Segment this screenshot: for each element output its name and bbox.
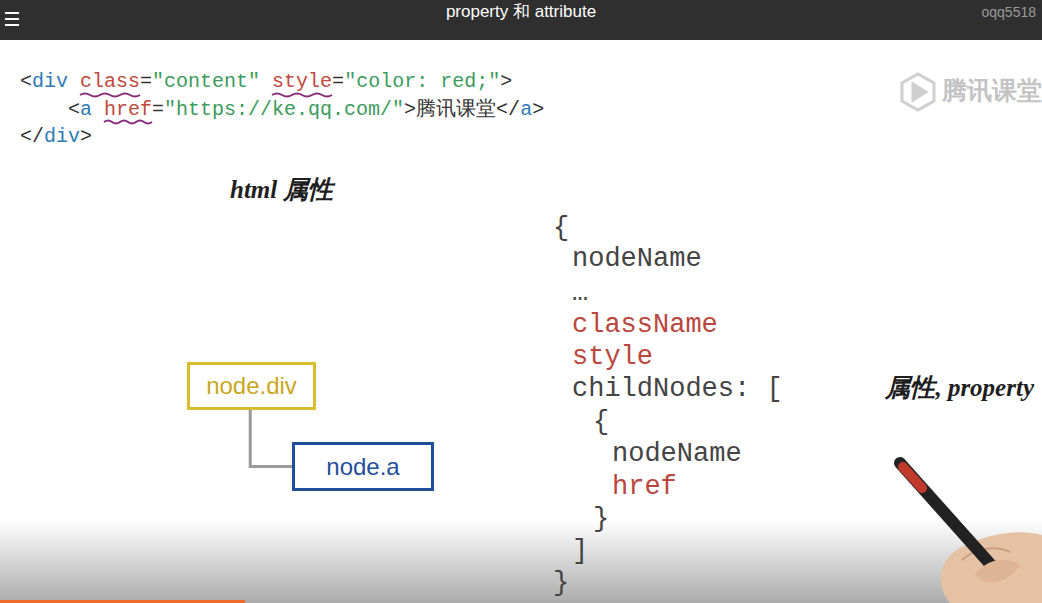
watermark-logo xyxy=(902,74,934,110)
tree-node-box: node.div xyxy=(187,362,316,410)
object-line: nodeName xyxy=(572,243,702,275)
object-line: } xyxy=(593,503,609,535)
code-line: </div> xyxy=(20,123,92,150)
object-line: { xyxy=(553,212,569,244)
object-line: childNodes: [ xyxy=(572,373,783,405)
object-line: href xyxy=(612,471,677,503)
node-label: node.div xyxy=(206,372,297,400)
object-line: nodeName xyxy=(612,438,742,470)
watermark: 腾讯课堂 xyxy=(942,76,1042,106)
menu-icon xyxy=(2,0,26,40)
code-token: = xyxy=(152,98,164,121)
code-token: href xyxy=(92,98,152,121)
code-token: a xyxy=(520,98,532,121)
code-token: class xyxy=(68,70,140,93)
code-token: = xyxy=(332,70,344,93)
object-line: } xyxy=(553,567,569,599)
code-token: = xyxy=(140,70,152,93)
code-token: < xyxy=(68,98,80,121)
handwritten-note: 属性, property xyxy=(885,372,1034,404)
code-line: <div class="content" style="color: red;"… xyxy=(20,68,512,95)
object-line: … xyxy=(572,277,588,309)
code-token: > xyxy=(80,125,92,148)
object-line: className xyxy=(572,309,718,341)
bottom-fade xyxy=(0,520,1042,603)
code-token: > xyxy=(500,70,512,93)
handwritten-note: html 属性 xyxy=(230,174,334,206)
code-token: "content" xyxy=(152,70,260,93)
tree-node-box: node.a xyxy=(292,442,434,491)
code-token: "https://ke.qq.com/" xyxy=(164,98,404,121)
user-id: oqq5518 xyxy=(981,4,1036,20)
code-token: > xyxy=(532,98,544,121)
tree-connector xyxy=(250,410,292,467)
code-token: < xyxy=(20,70,32,93)
node-label: node.a xyxy=(326,453,399,481)
object-line: { xyxy=(593,406,609,438)
progress-bar xyxy=(0,600,245,603)
top-bar: property 和 attributeoqq5518 xyxy=(0,0,1042,40)
video-title: property 和 attribute xyxy=(0,0,1042,40)
code-token: a xyxy=(80,98,92,121)
code-token: "color: red;" xyxy=(344,70,500,93)
code-token: style xyxy=(260,70,332,93)
code-token: div xyxy=(44,125,80,148)
code-token: div xyxy=(32,70,68,93)
code-token: </ xyxy=(20,125,44,148)
code-token: >腾讯课堂</ xyxy=(404,98,520,121)
hand-with-pen xyxy=(900,463,1042,603)
code-line: <a href="https://ke.qq.com/">腾讯课堂</a> xyxy=(68,96,544,123)
object-line: ] xyxy=(572,535,588,567)
object-line: style xyxy=(572,341,653,373)
